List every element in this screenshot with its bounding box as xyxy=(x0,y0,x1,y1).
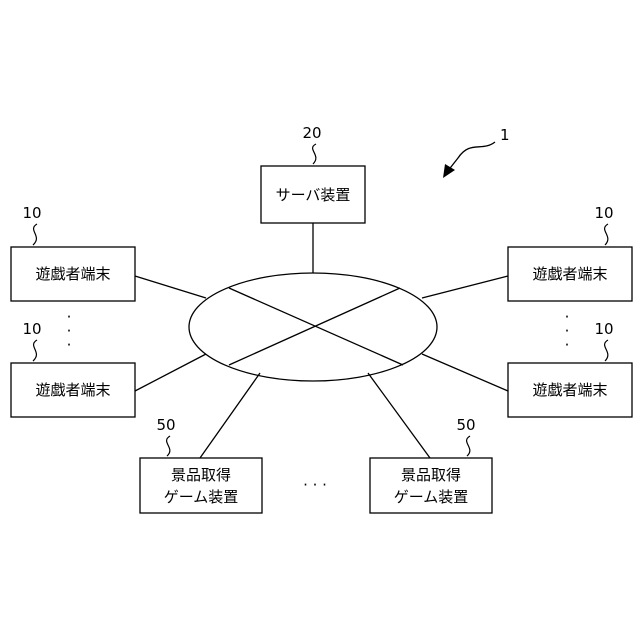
terminal-ref-bottom-left: 10 xyxy=(22,320,41,338)
prize-machine-line1-left: 景品取得 xyxy=(171,466,231,484)
prize-machine-ref-right: 50 xyxy=(456,416,475,434)
terminal-label-top-left: 遊戯者端末 xyxy=(35,265,110,283)
link-terminal-bottom-left xyxy=(135,354,206,391)
link-terminal-bottom-right xyxy=(422,354,508,391)
server-ref-leader xyxy=(313,144,316,164)
link-terminal-top-left xyxy=(135,276,206,298)
vertical-ellipsis-left-3: · xyxy=(67,336,72,354)
prize-machine-line2-left: ゲーム装置 xyxy=(164,488,239,506)
figure-ref-arrow-line xyxy=(447,142,495,172)
prize-machine-line1-right: 景品取得 xyxy=(401,466,461,484)
terminal-ref-leader-bottom-left xyxy=(33,340,37,361)
vertical-ellipsis-right-3: · xyxy=(565,336,570,354)
terminal-ref-leader-bottom-right xyxy=(605,340,608,361)
link-prize-right xyxy=(368,373,430,458)
terminal-label-top-right: 遊戯者端末 xyxy=(532,265,607,283)
terminal-ref-top-left: 10 xyxy=(22,204,41,222)
server-label: サーバ装置 xyxy=(276,186,351,204)
terminal-label-bottom-left: 遊戯者端末 xyxy=(35,381,110,399)
terminal-ref-leader-top-left xyxy=(33,224,37,245)
prize-machine-ref-leader-left xyxy=(167,436,170,456)
terminal-ref-bottom-right: 10 xyxy=(594,320,613,338)
figure-ref-label: 1 xyxy=(500,126,510,144)
prize-machine-ref-leader-right xyxy=(467,436,470,456)
prize-machine-line2-right: ゲーム装置 xyxy=(394,488,469,506)
prize-machine-ref-left: 50 xyxy=(156,416,175,434)
link-prize-left xyxy=(200,373,260,458)
terminal-ref-leader-top-right xyxy=(605,224,608,245)
server-ref: 20 xyxy=(302,124,321,142)
figure-ref-arrowhead xyxy=(443,164,455,178)
terminal-label-bottom-right: 遊戯者端末 xyxy=(532,381,607,399)
link-terminal-top-right xyxy=(422,276,508,298)
terminal-ref-top-right: 10 xyxy=(594,204,613,222)
horizontal-ellipsis: · · · xyxy=(303,476,327,494)
